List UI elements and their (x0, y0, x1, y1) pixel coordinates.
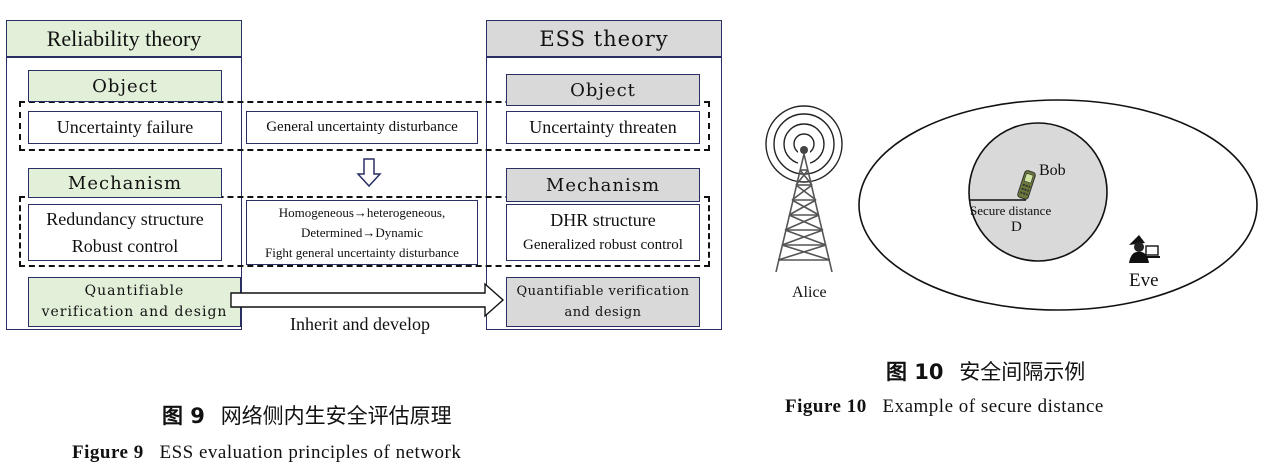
figure-10-caption-cn: 图 10 安全间隔示例 (886, 360, 1086, 384)
left-object-item: Uncertainty failure (28, 111, 222, 144)
object-dashed-row (19, 101, 710, 151)
figure-9-caption-cn: 图 9 网络侧内生安全评估原理 (162, 404, 452, 428)
middle-object-item: General uncertainty disturbance (246, 111, 478, 144)
right-object-header: Object (506, 74, 700, 106)
alice-label: Alice (792, 284, 827, 301)
bob-label: Bob (1039, 162, 1066, 179)
hollow-right-arrow-icon (230, 282, 505, 318)
mechanism-dashed-row (19, 196, 710, 267)
phone-icon (1017, 170, 1036, 200)
left-quantifiable-box: Quantifiable verification and design (28, 277, 241, 327)
figure-10-caption-en: Figure 10 Example of secure distance (785, 396, 1104, 417)
left-mechanism-item: Redundancy structure Robust control (28, 204, 222, 261)
reliability-theory-panel (6, 57, 242, 330)
eavesdropper-icon (1129, 235, 1160, 263)
d-label: D (1011, 219, 1022, 235)
ess-theory-panel (486, 57, 722, 330)
secure-distance-circle (968, 122, 1108, 262)
inherit-and-develop-label: Inherit and develop (290, 314, 430, 334)
hollow-down-arrow-icon (356, 158, 382, 188)
right-mechanism-header: Mechanism (506, 168, 700, 202)
tower-icon (765, 105, 843, 273)
left-mechanism-header: Mechanism (28, 168, 222, 198)
reliability-theory-title: Reliability theory (6, 20, 242, 57)
secure-distance-label: Secure distance (970, 203, 1052, 218)
middle-mechanism-item: Homogeneous→heterogeneous, Determined→Dy… (246, 200, 478, 265)
right-mechanism-item: DHR structure Generalized robust control (506, 204, 700, 261)
left-object-header: Object (28, 70, 222, 102)
figure-9-caption-en: Figure 9 ESS evaluation principles of ne… (72, 442, 462, 463)
eve-label: Eve (1129, 270, 1159, 291)
ess-theory-title: ESS theory (486, 20, 722, 57)
right-object-item: Uncertainty threaten (506, 111, 700, 144)
right-quantifiable-box: Quantifiable verification and design (506, 277, 700, 327)
